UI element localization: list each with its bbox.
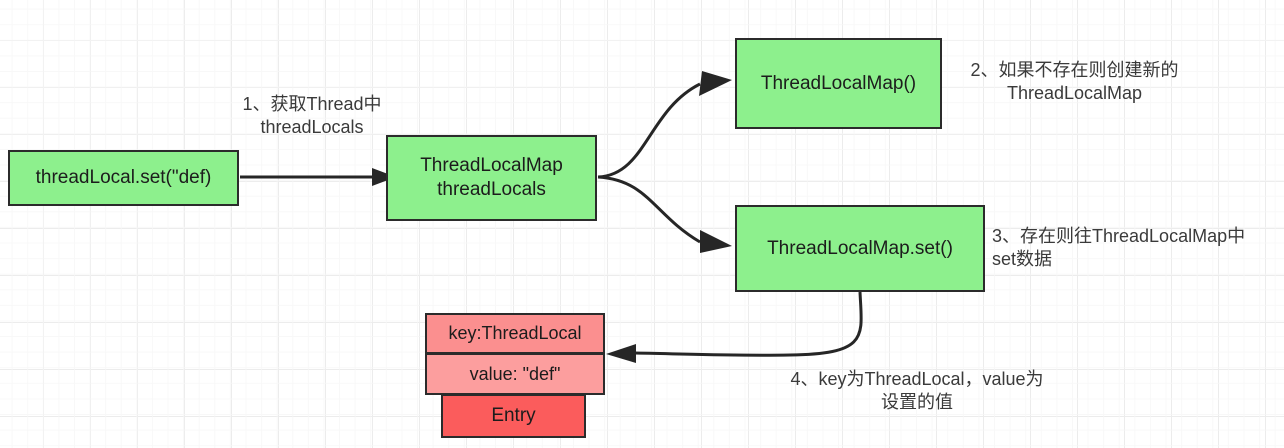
annotation-step-4: 4、key为ThreadLocal，value为 设置的值 [790, 369, 1044, 413]
entry-value-cell[interactable]: value: "def" [425, 353, 605, 395]
annotation-step-2: 2、如果不存在则创建新的 ThreadLocalMap [970, 60, 1179, 104]
node-threadlocal-set[interactable]: threadLocal.set("def) [8, 150, 239, 206]
entry-key-cell[interactable]: key:ThreadLocal [425, 313, 605, 354]
node-threadlocalmap-set[interactable]: ThreadLocalMap.set() [735, 205, 985, 292]
node-threadlocalmap-threadlocals[interactable]: ThreadLocalMap threadLocals [386, 135, 597, 221]
edge-map-to-constructor [597, 71, 732, 179]
node-threadlocalmap-constructor[interactable]: ThreadLocalMap() [735, 38, 942, 129]
annotation-step-1: 1、获取Thread中 threadLocals [242, 94, 382, 138]
entry-label-cell[interactable]: Entry [441, 394, 586, 438]
edge-set-to-entry [606, 291, 863, 363]
edge-map-to-set [597, 175, 732, 253]
edge-set-to-map [240, 168, 396, 186]
annotation-step-3: 3、存在则往ThreadLocalMap中 set数据 [992, 226, 1246, 270]
